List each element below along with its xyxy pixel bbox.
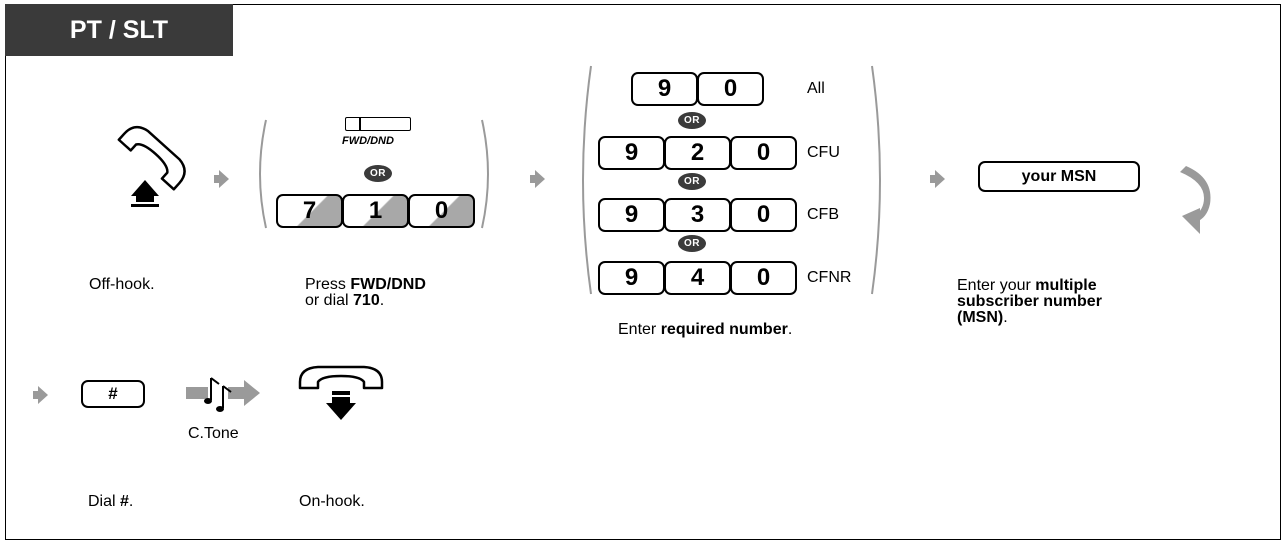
option-label-cfnr: CFNR [807,269,852,286]
step-arrow-icon [930,170,945,188]
or-badge: OR [678,112,706,129]
off-hook-handset-icon [117,125,186,207]
procedure-frame [5,4,1281,540]
caption-press-fwd-dnd: Press FWD/DND or dial 710. [305,276,426,309]
key-1[interactable]: 1 [342,194,409,228]
caption-on-hook: On-hook. [299,493,365,510]
step-arrow-icon [33,386,48,404]
key-0[interactable]: 0 [730,198,797,232]
key-0[interactable]: 0 [730,261,797,295]
page-title: PT / SLT [5,4,233,56]
key-7[interactable]: 7 [276,194,343,228]
or-badge: OR [678,235,706,252]
key-4[interactable]: 4 [664,261,731,295]
tone-label: C.Tone [188,425,239,442]
key-3[interactable]: 3 [664,198,731,232]
your-msn-key[interactable]: your MSN [978,161,1140,192]
option-label-cfb: CFB [807,206,839,223]
on-hook-handset-icon [298,365,384,420]
key-9[interactable]: 9 [631,72,698,106]
key-0[interactable]: 0 [697,72,764,106]
left-paren-icon [259,119,267,229]
key-0[interactable]: 0 [408,194,475,228]
fwd-dnd-flexible-button[interactable] [345,117,411,131]
option-label-cfu: CFU [807,144,840,161]
step-arrow-icon [530,170,545,188]
right-paren-icon [481,119,489,229]
key-2[interactable]: 2 [664,136,731,170]
fwd-dnd-key-label: FWD/DND [342,135,394,147]
option-label-all: All [807,80,825,97]
step-arrow-icon [214,170,229,188]
left-paren-icon [582,65,592,295]
caption-dial-hash: Dial #. [88,493,134,510]
right-paren-icon [871,65,881,295]
continue-curved-arrow-icon [1180,166,1211,234]
or-badge: OR [678,173,706,190]
caption-enter-msn: Enter your multiple subscriber number (M… [957,277,1102,326]
caption-enter-required-number: Enter required number. [618,321,793,338]
caption-off-hook: Off-hook. [89,276,155,293]
key-9[interactable]: 9 [598,198,665,232]
key-0[interactable]: 0 [730,136,797,170]
or-badge: OR [364,165,392,182]
confirmation-tone-icon [186,377,260,412]
key-9[interactable]: 9 [598,261,665,295]
hash-key[interactable]: # [81,380,145,408]
key-9[interactable]: 9 [598,136,665,170]
